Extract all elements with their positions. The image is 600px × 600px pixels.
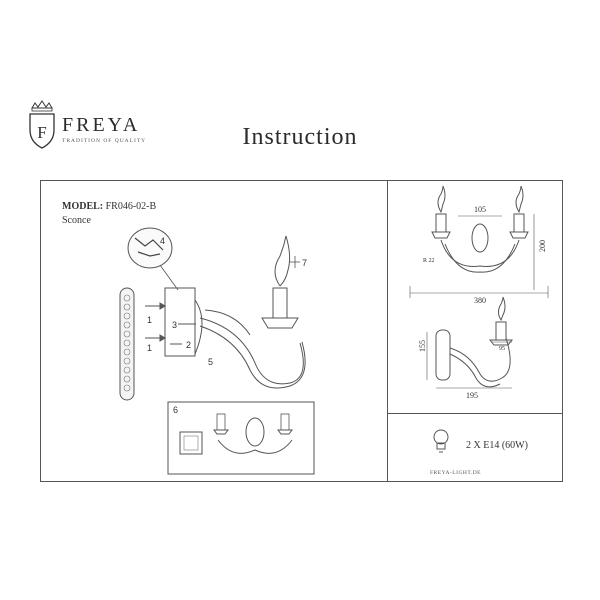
dim-total-width: 380 bbox=[474, 296, 486, 305]
candle-sleeve bbox=[272, 287, 288, 319]
front-view bbox=[431, 185, 529, 273]
brand-name: FREYA bbox=[62, 114, 141, 136]
dim-height: 200 bbox=[538, 240, 547, 252]
arm-curve bbox=[199, 317, 304, 385]
brand-tagline: TRADITION OF QUALITY bbox=[62, 138, 147, 144]
candle-cup bbox=[261, 317, 299, 329]
step-2: 2 bbox=[186, 340, 191, 350]
screw-arrows bbox=[145, 302, 196, 345]
step-5: 5 bbox=[208, 357, 213, 367]
frame-spec bbox=[387, 413, 563, 482]
page-title: Instruction bbox=[242, 124, 358, 150]
model-code: FR046-02-B bbox=[105, 201, 157, 212]
side-dim-lines bbox=[426, 332, 512, 389]
brand-monogram: F bbox=[37, 123, 46, 142]
dim-side-depth: 195 bbox=[466, 391, 478, 400]
step-1b: 1 bbox=[147, 343, 152, 353]
crystal-beads bbox=[123, 294, 131, 392]
front-dim-lines bbox=[409, 214, 549, 298]
step-4: 4 bbox=[160, 236, 165, 246]
model-label: MODEL: bbox=[62, 201, 104, 212]
dim-top-width: 105 bbox=[474, 205, 486, 214]
step-1a: 1 bbox=[147, 315, 152, 325]
detail-zoom bbox=[127, 227, 173, 269]
dim-side-height: 155 bbox=[418, 340, 427, 352]
crest-icon: F bbox=[29, 100, 55, 149]
dim-radius: R 22 bbox=[423, 258, 435, 264]
step-6: 6 bbox=[173, 405, 178, 415]
wall-plate bbox=[119, 287, 135, 401]
step-3: 3 bbox=[172, 320, 177, 330]
brand-logo: F FREYA TRADITION OF QUALITY bbox=[22, 98, 162, 158]
lightbulb-icon bbox=[433, 429, 449, 453]
junction-box bbox=[179, 431, 203, 455]
mounting-bracket bbox=[164, 287, 196, 357]
website: FREYA-LIGHT.DE bbox=[430, 470, 482, 476]
model-type: Sconce bbox=[62, 215, 91, 226]
step-7: 7 bbox=[302, 258, 307, 268]
candle-bulb-icon bbox=[274, 235, 291, 287]
dim-side-inner: 95 bbox=[499, 346, 505, 352]
step6-box bbox=[167, 401, 315, 475]
side-view bbox=[435, 296, 514, 388]
model-line: MODEL: FR046-02-B bbox=[62, 201, 156, 212]
bulb-spec: 2 X E14 (60W) bbox=[466, 440, 528, 451]
